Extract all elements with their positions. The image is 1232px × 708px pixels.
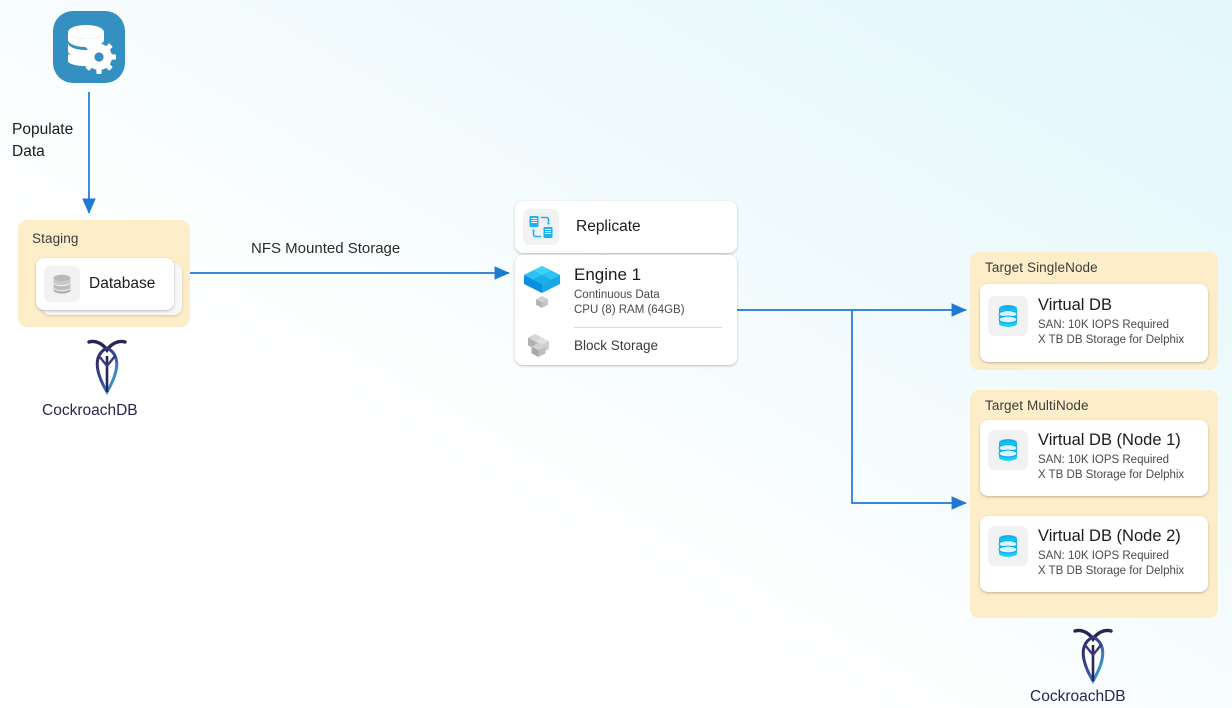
replicate-label: Replicate [576,218,641,235]
populate-data-line1: Populate [12,121,74,138]
target-singlenode-label: Target SingleNode [985,260,1098,275]
cockroachdb-label-staging: CockroachDB [42,402,138,419]
cockroachdb-logo [1068,625,1118,687]
virtual-db-sub2-single: X TB DB Storage for Delphix [1038,334,1185,346]
cockroachdb-logo [82,336,132,398]
staging-group-label: Staging [32,231,79,246]
engine-subtitle-line1: Continuous Data [574,289,660,301]
block-storage-label: Block Storage [574,338,659,353]
engine-card-divider [574,327,722,328]
block-storage-icon [524,331,560,363]
virtual-db-title-node2: Virtual DB (Node 2) [1038,527,1181,545]
virtual-db-sub1-single: SAN: 10K IOPS Required [1038,319,1170,331]
virtual-db-sub2-node1: X TB DB Storage for Delphix [1038,469,1185,481]
source-database-gear-icon [53,11,125,83]
virtual-db-icon [988,526,1028,566]
cockroachdb-label-target: CockroachDB [1030,688,1126,705]
engine-title: Engine 1 [574,265,642,284]
virtual-db-title-single: Virtual DB [1038,296,1112,314]
virtual-db-title-node1: Virtual DB (Node 1) [1038,431,1181,449]
virtual-db-sub2-node2: X TB DB Storage for Delphix [1038,565,1185,577]
connector-engine-to-multi-node [851,310,967,510]
replicate-icon [523,209,559,245]
target-multinode-label: Target MultiNode [985,398,1089,413]
virtual-db-icon [988,430,1028,470]
engine-cubes-icon [519,262,565,312]
edge-label-populate-data: Populate Data [12,119,73,163]
database-cylinder-icon [44,266,80,302]
staging-database-label: Database [89,275,156,292]
engine-subtitle-line2: CPU (8) RAM (64GB) [574,304,685,316]
populate-data-line2: Data [12,143,45,160]
virtual-db-sub1-node1: SAN: 10K IOPS Required [1038,454,1170,466]
virtual-db-icon [988,296,1028,336]
edge-label-nfs-mounted-storage: NFS Mounted Storage [251,240,401,257]
virtual-db-sub1-node2: SAN: 10K IOPS Required [1038,550,1170,562]
